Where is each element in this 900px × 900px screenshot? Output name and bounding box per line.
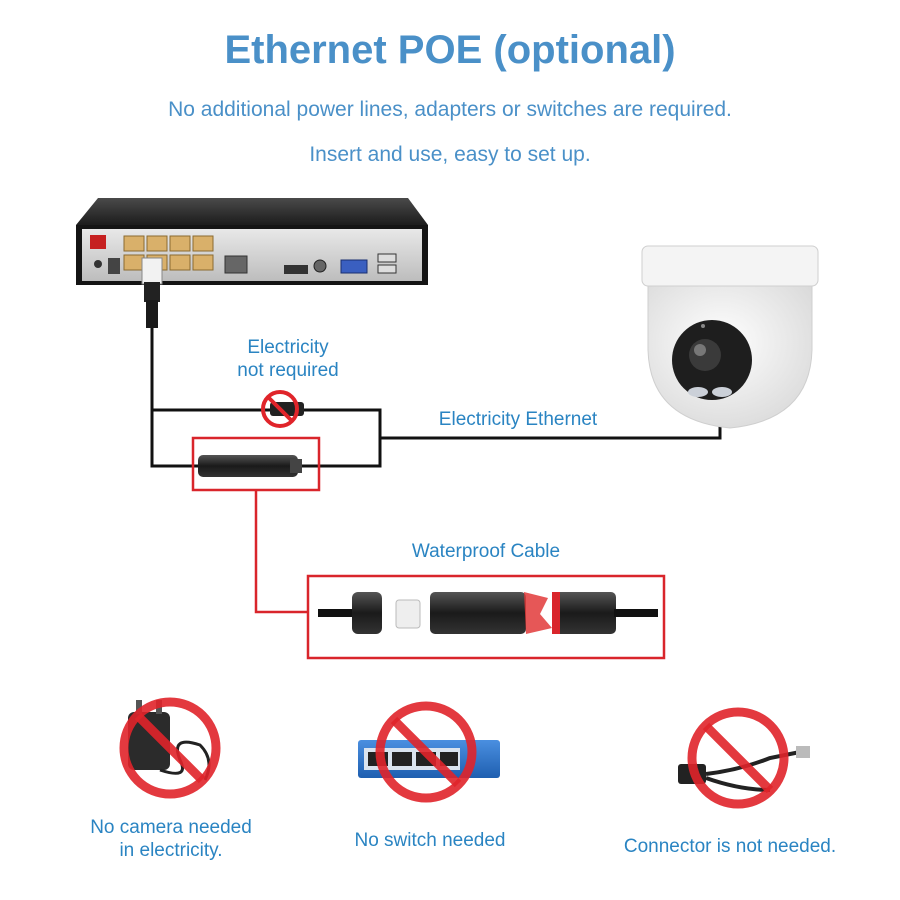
dome-camera-icon <box>641 245 819 429</box>
adapter-caption-line-2: in electricity. <box>119 840 223 861</box>
electricity-not-required-line-2: not required <box>237 360 339 381</box>
highlight-pointer-line <box>254 490 308 614</box>
connector-caption: Connector is not needed. <box>623 836 837 857</box>
highlight-box-waterproof <box>306 574 666 660</box>
adapter-caption-line-1: No camera needed <box>90 817 252 838</box>
poe-splitter-icon <box>678 707 810 809</box>
page-title: Ethernet POE (optional) <box>224 28 676 72</box>
rj45-joint-icon <box>198 455 302 477</box>
cable-label: Electricity Ethernet <box>438 409 598 430</box>
adapter-caption: No camera needed in electricity. <box>66 816 276 862</box>
nvr-recorder-icon <box>76 198 428 328</box>
waterproof-cable-label: Waterproof Cable <box>411 541 561 562</box>
electricity-not-required-label: Electricity not required <box>208 336 368 382</box>
network-switch-icon <box>358 701 500 803</box>
electricity-not-required-line-1: Electricity <box>247 337 329 358</box>
power-plug-icon <box>261 390 304 428</box>
waterproof-cable-icon <box>318 592 658 634</box>
subtitle-line-2: Insert and use, easy to set up. <box>309 143 591 166</box>
switch-caption: No switch needed <box>354 830 506 851</box>
power-adapter-icon <box>119 697 221 799</box>
subtitle-line-1: No additional power lines, adapters or s… <box>168 98 732 121</box>
